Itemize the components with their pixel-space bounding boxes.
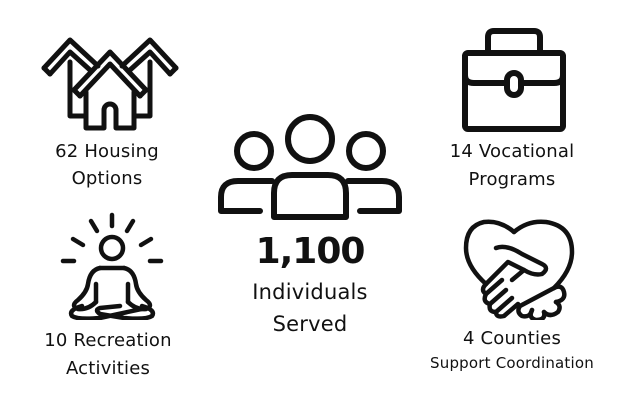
individuals-label-line2: Served [272,312,348,336]
briefcase-icon [460,27,568,133]
housing-label-line1: 62 Housing [55,141,159,162]
individuals-label-line1: Individuals [252,280,368,304]
housing-label-line2: Options [71,168,143,189]
meditation-icon [60,212,164,320]
individuals-count: 1,100 [255,231,366,272]
recreation-label-line1: 10 Recreation [44,330,172,351]
counties-label-line1: 4 Counties [462,328,562,349]
counties-label-line2: Support Coordination [430,354,594,372]
vocational-label-line2: Programs [468,169,556,190]
heart-handshake-icon [462,218,576,320]
people-group-icon [216,113,404,221]
recreation-label-line2: Activities [65,358,151,379]
houses-icon [40,28,180,132]
vocational-label-line1: 14 Vocational [449,141,575,162]
